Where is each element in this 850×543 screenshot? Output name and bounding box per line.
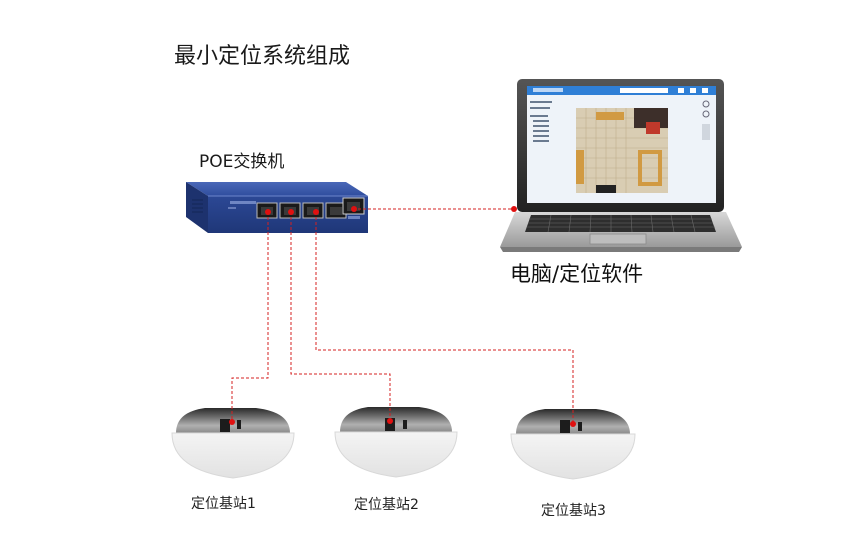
connection-switch-to-computer xyxy=(351,206,517,212)
base-station-3-label: 定位基站3 xyxy=(541,503,606,519)
base-station-2 xyxy=(334,407,458,478)
poe-switch-label: POE交换机 xyxy=(199,152,285,172)
laptop xyxy=(500,79,742,252)
base-station-3 xyxy=(510,409,636,480)
connection-switch-to-base-station-1 xyxy=(229,209,271,425)
computer-label: 电脑/定位软件 xyxy=(510,262,644,286)
diagram-title: 最小定位系统组成 xyxy=(174,44,351,69)
switch-port-3 xyxy=(302,202,324,219)
connection-switch-to-base-station-2 xyxy=(288,209,393,424)
base-station-1-label: 定位基站1 xyxy=(191,496,256,512)
base-station-1 xyxy=(171,408,295,479)
base-station-2-label: 定位基站2 xyxy=(354,497,419,513)
poe-switch xyxy=(186,182,368,233)
connection-switch-to-base-station-3 xyxy=(313,209,576,427)
